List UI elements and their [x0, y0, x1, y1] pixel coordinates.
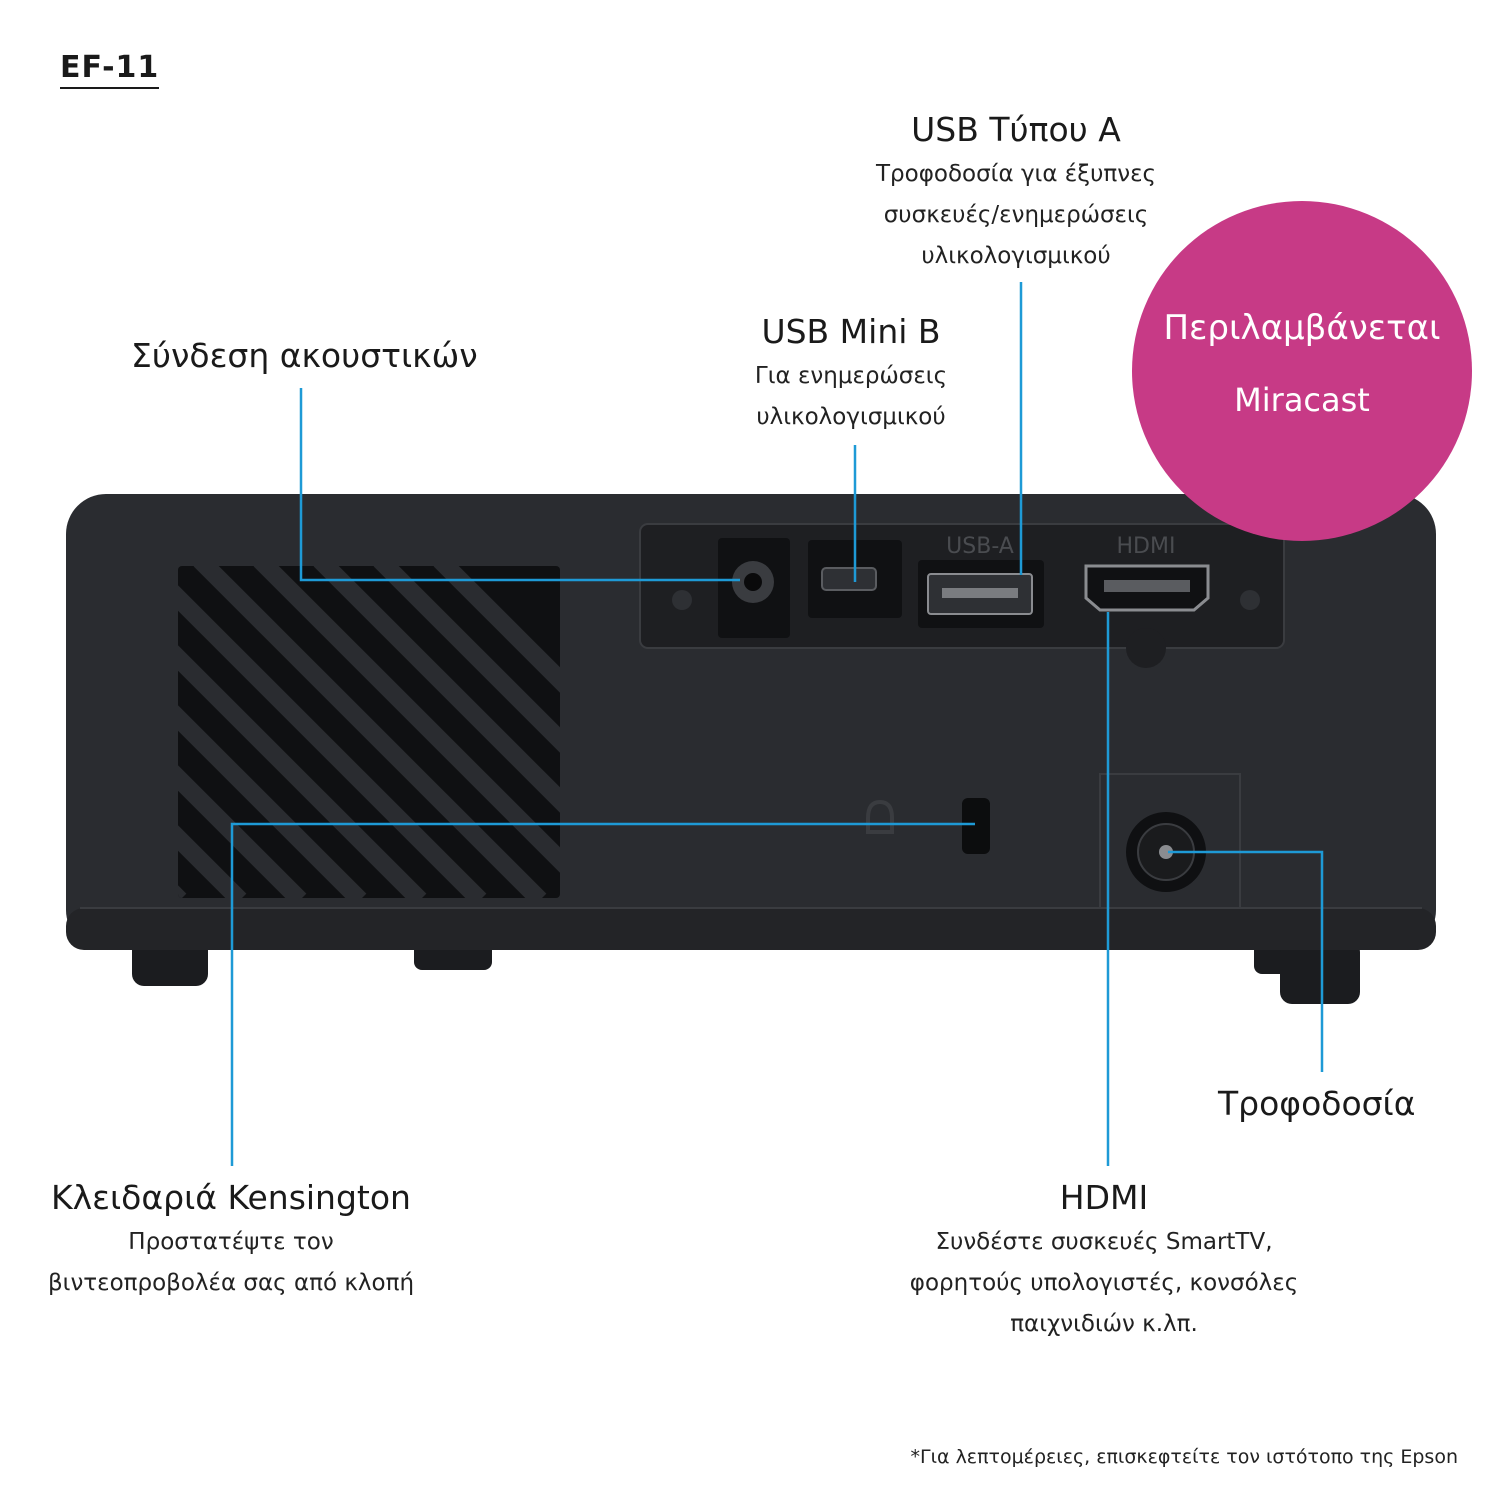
power-port	[1099, 773, 1241, 909]
callout-usb-a: USB Τύπου A Τροφοδοσία για έξυπνες συσκε…	[876, 110, 1156, 277]
callout-desc: συσκευές/ενημερώσεις	[883, 202, 1149, 229]
badge-line2: Miracast	[1234, 381, 1370, 419]
callout-desc: παιχνιδιών κ.λπ.	[1010, 1311, 1198, 1338]
panel-label-usb-a: USB-A	[946, 534, 1014, 559]
callout-desc: υλικολογισμικού	[921, 243, 1111, 270]
badge-line1: Περιλαμβάνεται	[1163, 308, 1441, 348]
miracast-badge: Περιλαμβάνεται Miracast	[1132, 201, 1472, 541]
callout-desc: βιντεοπροβολέα σας από κλοπή	[47, 1270, 415, 1297]
port-panel: USB-A HDMI	[639, 523, 1285, 668]
callout-usb-mini-b: USB Mini B Για ενημερώσεις υλικολογισμικ…	[754, 312, 948, 438]
callout-title: USB Mini B	[761, 312, 941, 351]
callout-title: Κλειδαριά Kensington	[51, 1178, 411, 1217]
callout-hdmi: HDMI Συνδέστε συσκευές SmartTV, φορητούς…	[909, 1178, 1299, 1345]
kensington-slot	[866, 798, 990, 854]
callout-line-kensington	[230, 822, 975, 1166]
callout-line-headphone	[299, 388, 740, 582]
callout-headphone-title: Σύνδεση ακουστικών	[131, 336, 478, 375]
callout-kensington: Κλειδαριά Kensington Προστατέψτε τον βιν…	[47, 1178, 415, 1304]
model-name: EF-11	[60, 50, 160, 89]
vent-grille	[178, 566, 560, 898]
callout-title: USB Τύπου A	[911, 110, 1121, 149]
callout-desc: Προστατέψτε τον	[128, 1229, 334, 1256]
callout-desc: υλικολογισμικού	[756, 404, 946, 431]
callout-power-title: Τροφοδοσία	[1218, 1084, 1416, 1123]
callout-desc: Για ενημερώσεις	[754, 363, 948, 390]
callout-desc: Συνδέστε συσκευές SmartTV,	[935, 1229, 1273, 1256]
callout-desc: Τροφοδοσία για έξυπνες	[876, 161, 1156, 188]
callout-title: HDMI	[1059, 1178, 1149, 1217]
callout-desc: φορητούς υπολογιστές, κονσόλες	[909, 1270, 1299, 1297]
callout-line-power	[1168, 850, 1324, 1072]
panel-label-hdmi: HDMI	[1117, 534, 1176, 559]
footnote: *Για λεπτομέρειες, επισκεφτείτε τον ιστό…	[910, 1446, 1458, 1468]
